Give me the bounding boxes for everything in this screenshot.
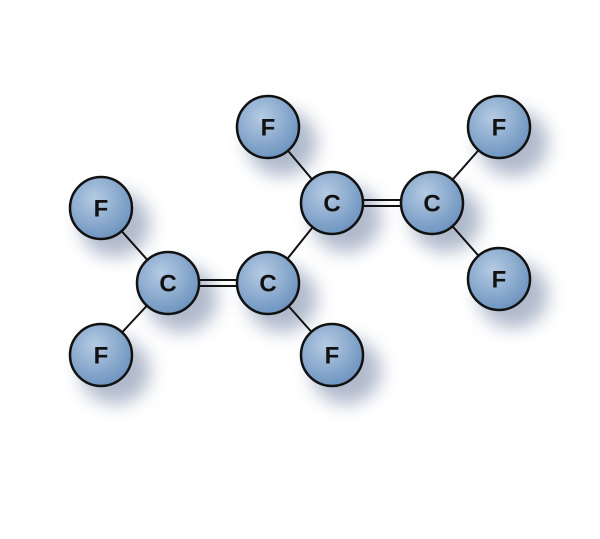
- atom-f5: F: [466, 94, 532, 160]
- atom-label: F: [94, 343, 109, 370]
- atom-circle: [235, 250, 301, 316]
- atom-label: C: [423, 191, 440, 218]
- atom-label: F: [94, 196, 109, 223]
- atom-circle: [399, 170, 465, 236]
- atom-c1: C: [135, 250, 201, 316]
- atom-f3: F: [299, 322, 365, 388]
- atom-circle: [466, 246, 532, 312]
- atom-circle: [299, 170, 365, 236]
- atom-circle: [466, 94, 532, 160]
- atom-label: C: [159, 271, 176, 298]
- atom-f6: F: [466, 246, 532, 312]
- atom-label: C: [259, 271, 276, 298]
- atom-circle: [135, 250, 201, 316]
- atom-label: C: [323, 191, 340, 218]
- atom-f1: F: [68, 175, 134, 241]
- atom-circle: [68, 322, 134, 388]
- atom-circle: [68, 175, 134, 241]
- atom-label: F: [492, 267, 507, 294]
- atom-c3: C: [299, 170, 365, 236]
- atom-f2: F: [68, 322, 134, 388]
- atom-circle: [235, 94, 301, 160]
- atom-f4: F: [235, 94, 301, 160]
- atom-label: F: [492, 115, 507, 142]
- atom-c2: C: [235, 250, 301, 316]
- atom-label: F: [261, 115, 276, 142]
- atom-circle: [299, 322, 365, 388]
- atom-label: F: [325, 343, 340, 370]
- atom-c4: C: [399, 170, 465, 236]
